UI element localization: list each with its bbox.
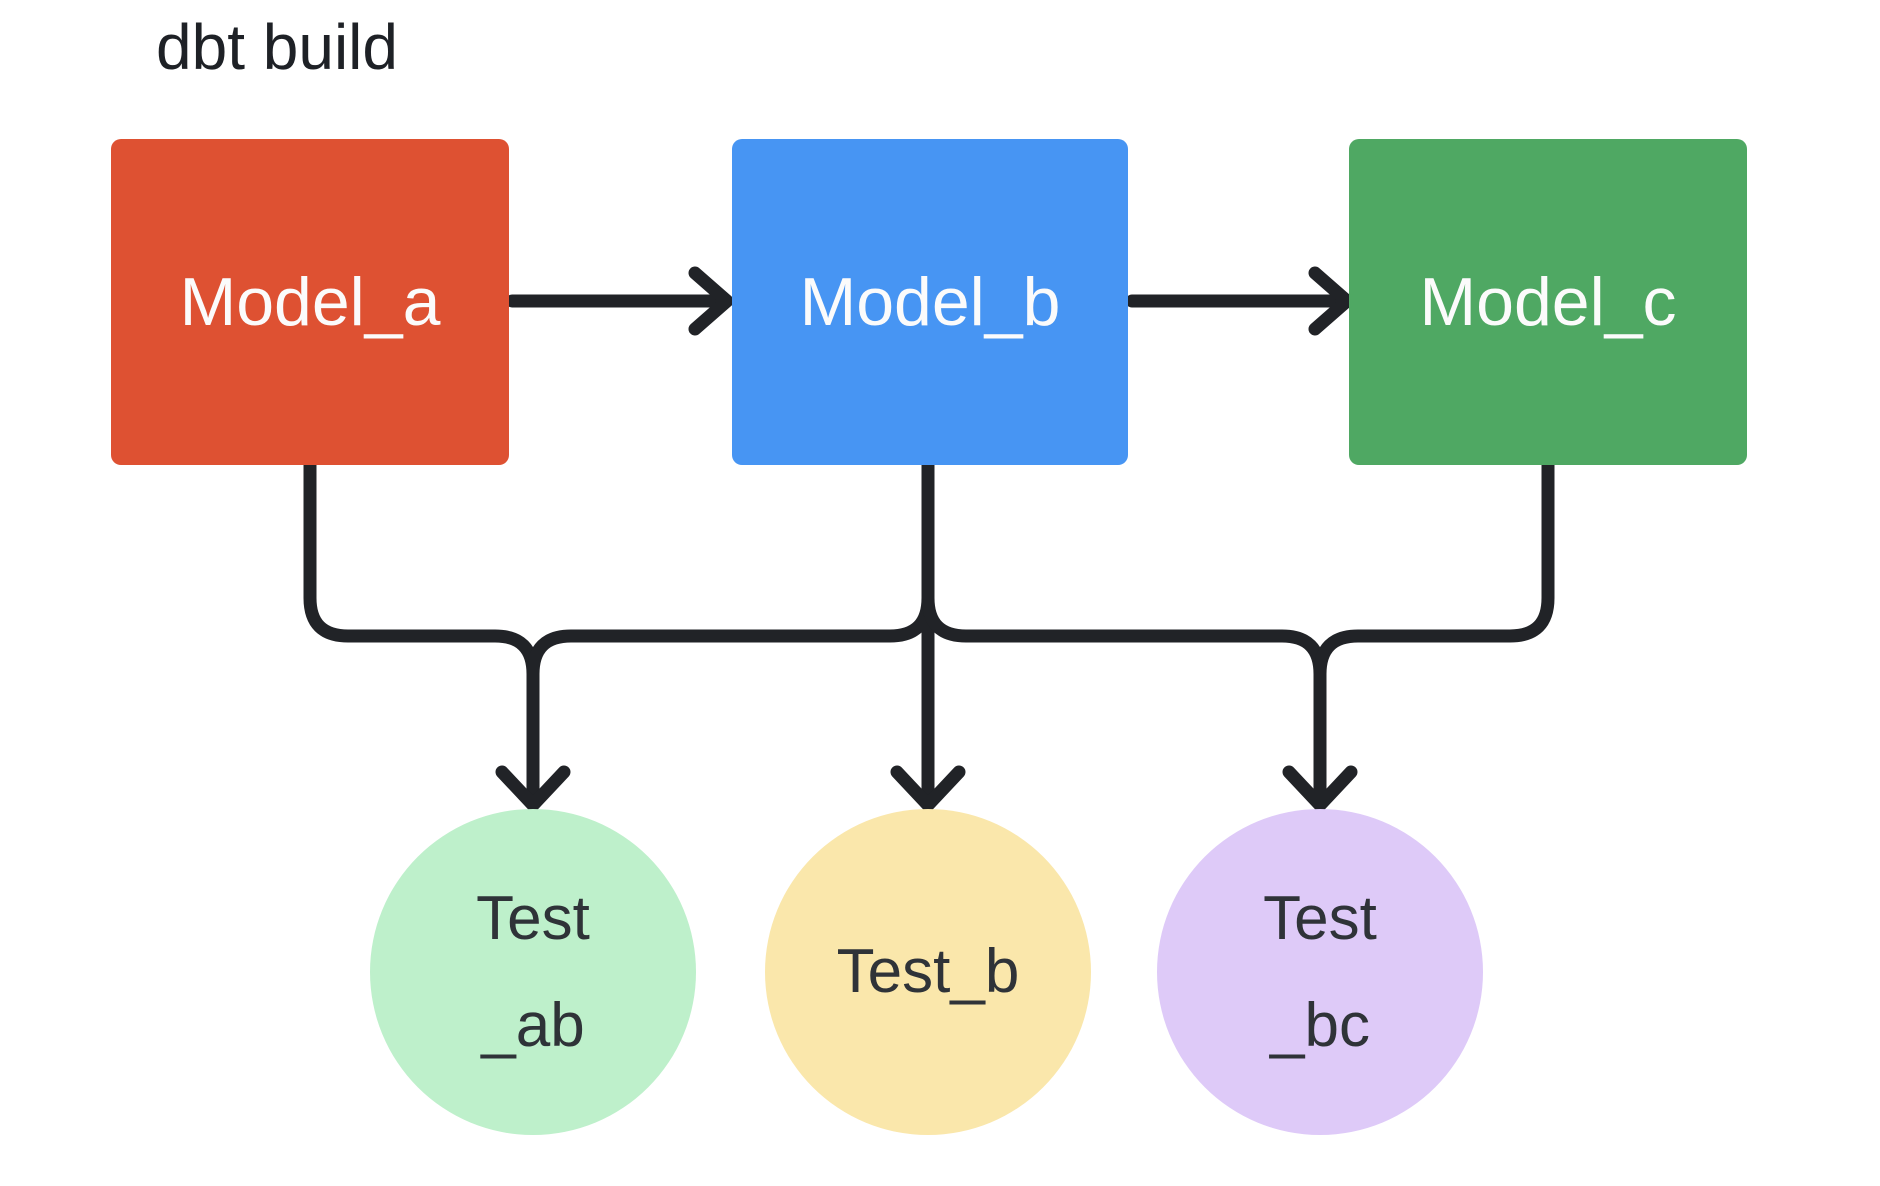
node-model-c-label: Model_c [1419,264,1677,340]
diagram-title: dbt build [156,11,398,83]
node-test-ab: Test _ab [370,809,696,1135]
node-model-a: Model_a [111,139,509,465]
node-model-b: Model_b [732,139,1128,465]
node-test-b: Test_b [765,809,1091,1135]
connector-model-b-to-test-bc [921,457,1327,808]
node-test-bc: Test _bc [1157,809,1483,1135]
arrowhead-model-a-to-model-b [688,266,734,336]
node-model-b-label: Model_b [799,264,1061,340]
arrowhead-test-b [890,765,966,812]
arrowhead-model-b-to-model-c [1308,266,1354,336]
connector-group [303,266,1555,812]
node-test-bc-label: Test _bc [1263,883,1377,1060]
node-model-c: Model_c [1349,139,1747,465]
node-test-b-label: Test_b [836,937,1020,1007]
node-test-ab-label: Test _ab [476,883,590,1060]
connector-model-c-to-test-bc [1313,457,1555,808]
node-model-a-label: Model_a [179,264,441,340]
arrowhead-test-ab [495,765,571,812]
connector-model-a-to-test-ab [303,457,540,808]
arrowhead-test-bc [1282,765,1358,812]
connector-model-b-to-test-ab [526,457,935,808]
